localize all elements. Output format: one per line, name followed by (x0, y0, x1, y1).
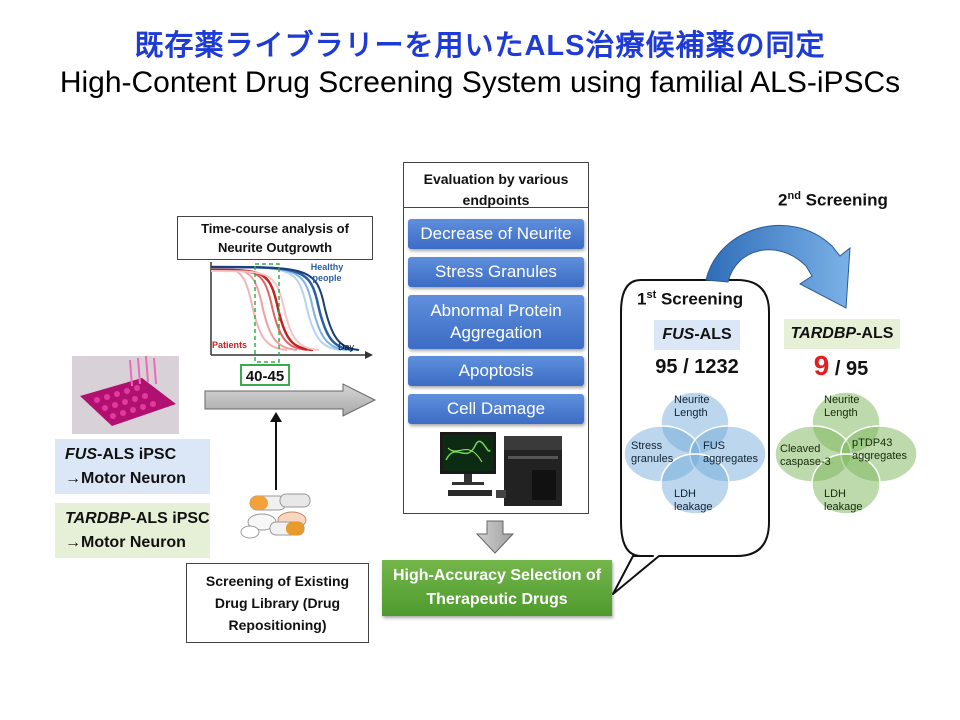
fus-motor-neuron-text: →Motor Neuron (65, 470, 186, 487)
second-screening-count: 9 / 95 (813, 350, 869, 381)
endpoint-stress-granules: Stress Granules (408, 257, 584, 287)
fus-ipsc-text: -ALS iPSC (97, 446, 177, 463)
tardbp-ipsc-label: TARDBP-ALS iPSC →Motor Neuron (55, 503, 210, 558)
first-screening-count: 95 / 1232 (655, 356, 739, 378)
first-venn-diagram (623, 391, 767, 515)
first-venn-left: Stress granules (631, 440, 674, 465)
day-range-label: 40-45 (240, 364, 290, 386)
imaging-instrument-image (440, 432, 562, 506)
patients-label: Patients (212, 340, 248, 350)
evaluation-title: Evaluation by various endpoints (404, 163, 588, 208)
page-title-japanese: 既存薬ライブラリーを用いたALS治療候補薬の同定 (134, 30, 826, 62)
process-arrow (204, 383, 377, 417)
well-plate-photo (72, 356, 179, 434)
first-screening-heading: 1st Screening (637, 289, 744, 309)
screening-library-box: Screening of Existing Drug Library (Drug… (186, 563, 369, 643)
tardbp-ipsc-text: -ALS iPSC (130, 510, 210, 527)
page-title-english: High-Content Drug Screening System using… (59, 66, 901, 99)
endpoint-apoptosis: Apoptosis (408, 356, 584, 386)
second-venn-diagram (774, 391, 918, 515)
second-venn-left: Cleaved caspase-3 (780, 443, 831, 468)
selection-box: High-Accuracy Selection of Therapeutic D… (382, 560, 612, 616)
second-venn-bottom: LDH leakage (824, 488, 863, 513)
timecourse-title: Time-course analysis of Neurite Outgrowt… (201, 221, 349, 255)
fus-gene-name: FUS (65, 446, 97, 463)
first-venn-top: Neurite Length (674, 394, 710, 419)
drug-pills-image (240, 493, 311, 539)
tardbp-gene-name: TARDBP (65, 510, 131, 527)
healthy-people-label: Healthy people (310, 262, 344, 283)
first-screening-tag: FUS-ALS (654, 320, 740, 350)
timecourse-title-box: Time-course analysis of Neurite Outgrowt… (177, 216, 373, 260)
first-venn-right: FUS aggregates (703, 440, 759, 465)
second-venn-top: Neurite Length (824, 394, 860, 419)
up-arrow (270, 412, 282, 490)
fus-ipsc-label: FUS-ALS iPSC →Motor Neuron (55, 439, 210, 494)
tardbp-motor-neuron-text: →Motor Neuron (65, 534, 186, 551)
second-venn-right: pTDP43 aggregates (852, 437, 908, 462)
endpoint-neurite: Decrease of Neurite (408, 219, 584, 249)
endpoint-protein-aggregation: Abnormal Protein Aggregation (408, 295, 584, 349)
second-screening-heading: 2nd Screening (778, 190, 888, 210)
day-axis-label: Day (338, 342, 355, 352)
first-screening-bubble (612, 279, 770, 595)
second-count-highlight: 9 (813, 350, 830, 381)
selection-text: High-Accuracy Selection of Therapeutic D… (392, 567, 602, 608)
second-screening-tag: TARDBP-ALS (784, 319, 900, 349)
down-arrow (475, 520, 515, 554)
first-venn-bottom: LDH leakage (674, 488, 713, 513)
screening-library-text: Screening of Existing Drug Library (Drug… (205, 573, 350, 633)
neurite-curves-chart (210, 262, 373, 363)
curved-arrow (705, 224, 851, 309)
endpoint-cell-damage: Cell Damage (408, 394, 584, 424)
